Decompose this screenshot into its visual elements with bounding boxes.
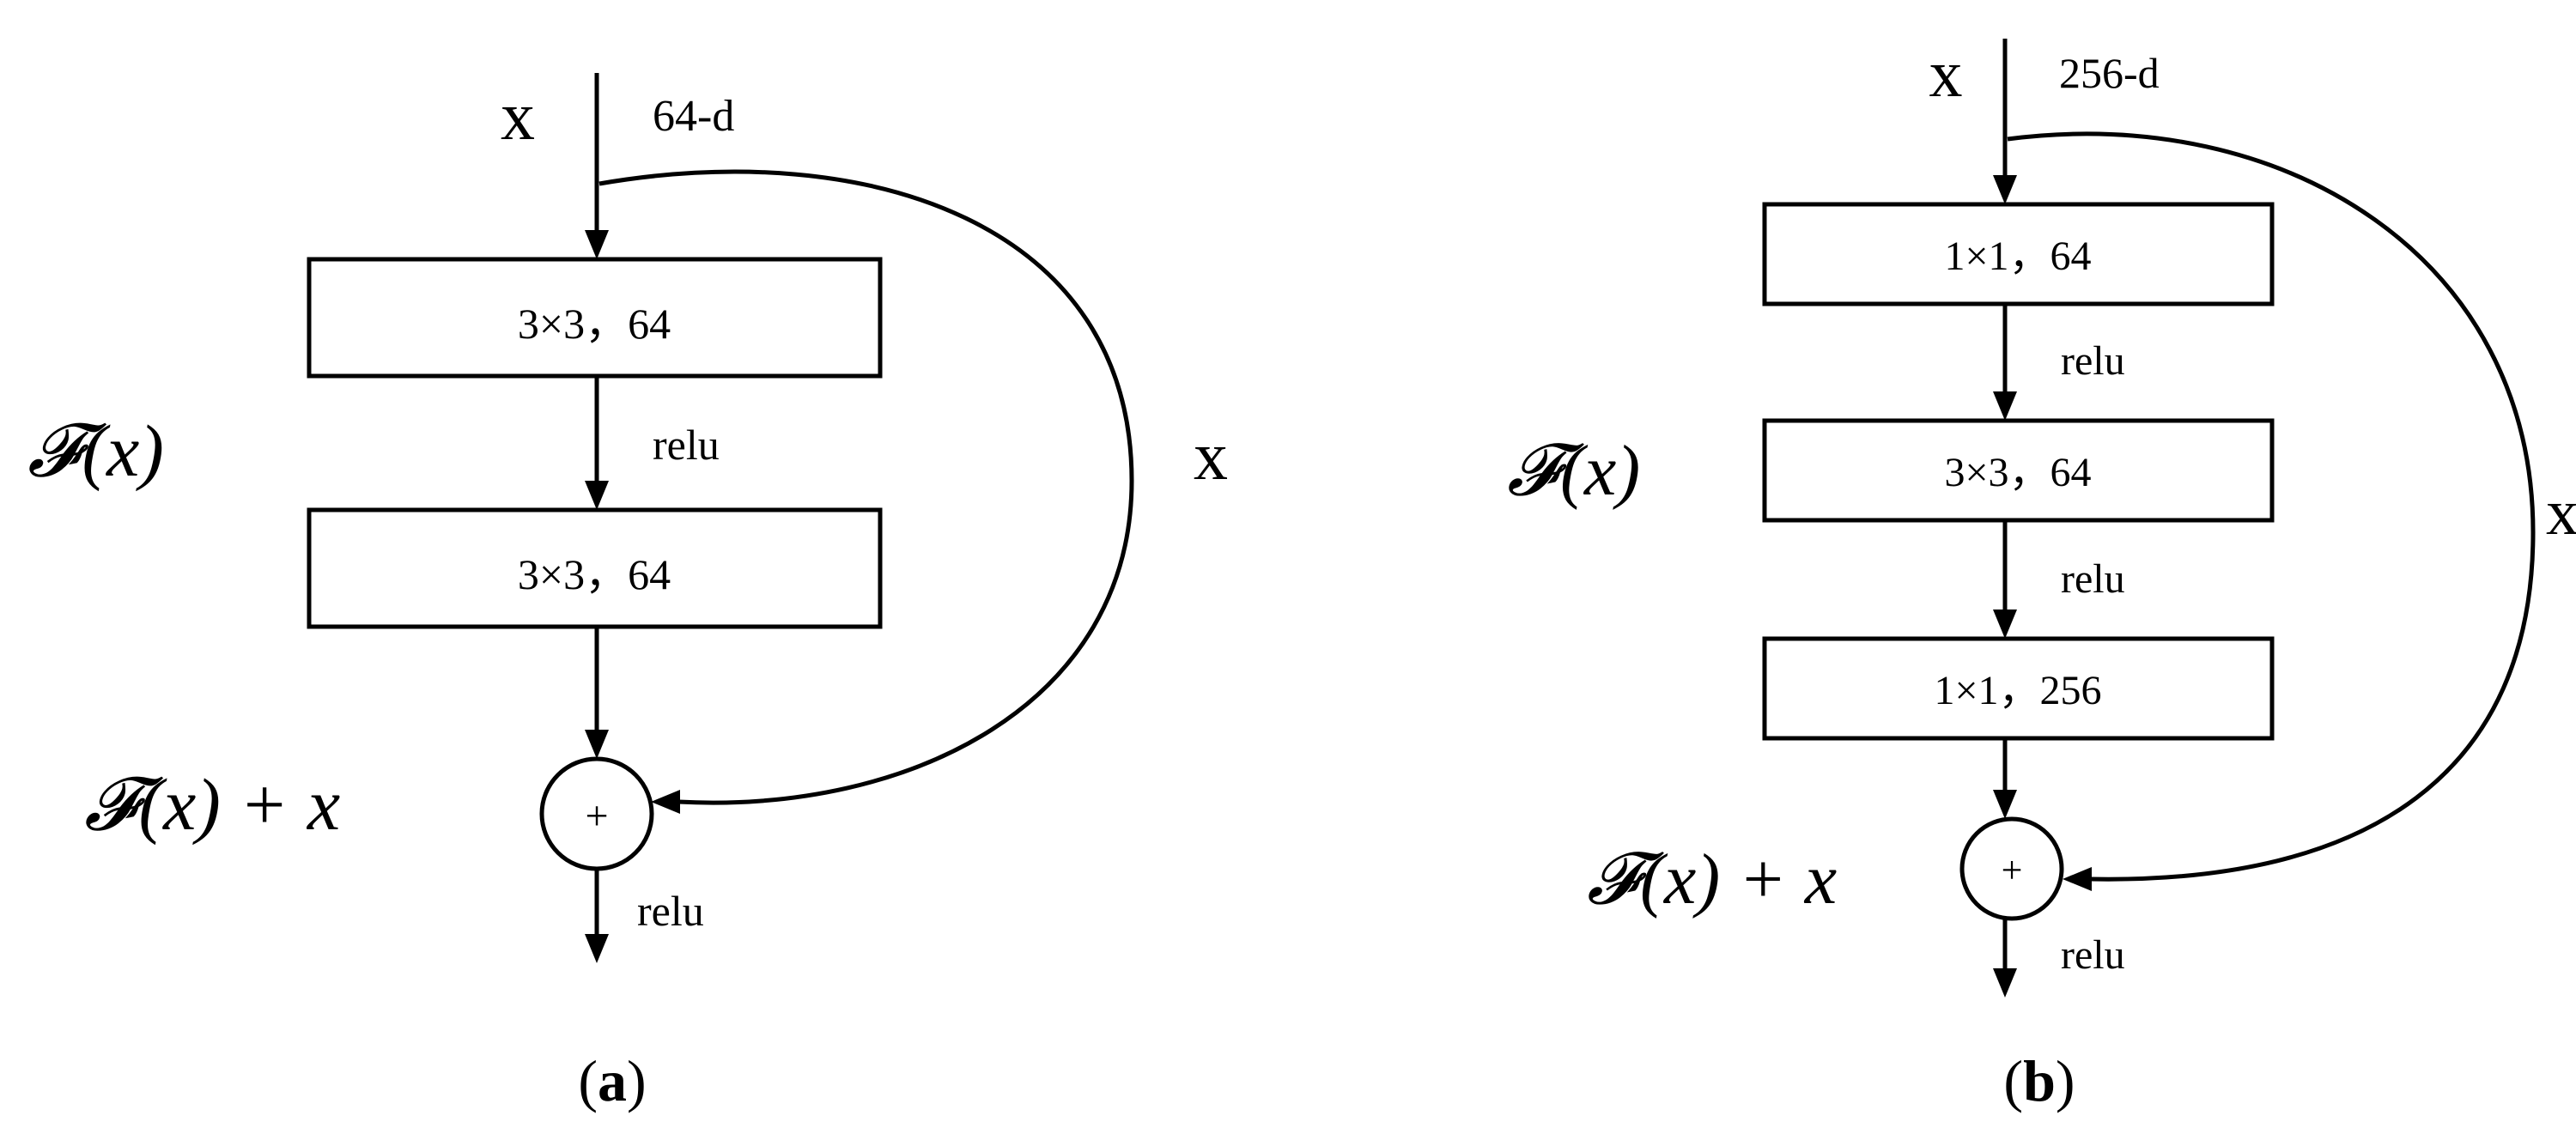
a-residual-fn: 𝓕(x) (27, 409, 164, 492)
b-relu-out: relu (2061, 932, 2125, 978)
a-arrowhead-to-sum (585, 730, 609, 759)
b-arrowhead-to-sum (1993, 790, 2017, 819)
b-block-1-label: 1×1，64 (1944, 233, 2091, 279)
b-block-2-label: 3×3，64 (1944, 450, 2091, 495)
a-caption-letter: a (598, 1048, 627, 1113)
a-arrowhead-skip (651, 790, 680, 814)
b-caption: (b) (2003, 1048, 2075, 1113)
b-arrowhead-output (1993, 968, 2017, 998)
b-block-3 (1762, 636, 2275, 741)
a-block-2 (307, 507, 883, 629)
b-arrowhead-skip (2063, 867, 2092, 891)
b-skip-label: x (2546, 476, 2576, 549)
a-relu-out: relu (637, 887, 704, 935)
b-caption-letter: b (2023, 1048, 2056, 1113)
b-dim-label: 256-d (2059, 49, 2160, 97)
b-block-1 (1762, 202, 2275, 306)
b-add-node (1959, 816, 2064, 921)
b-sum-label: 𝓕(x) + x (1587, 840, 1837, 919)
b-arrowhead-1 (1993, 391, 2017, 421)
a-skip-label: x (1194, 419, 1228, 494)
panel-a: 3×3，64 3×3，64 + x 64-d relu relu 𝓕(x) x … (27, 73, 1228, 1113)
b-relu-1: relu (2061, 338, 2125, 384)
a-input-label: x (501, 79, 535, 155)
a-caption-close: ) (627, 1048, 647, 1113)
a-dim-label: 64-d (653, 92, 734, 141)
a-skip-connection (598, 169, 1134, 805)
a-arrowhead-output (585, 934, 609, 963)
b-arrowhead-2 (1993, 609, 2017, 639)
a-block-1-label: 3×3，64 (518, 300, 671, 348)
a-caption-open: ( (578, 1048, 598, 1113)
b-relu-2: relu (2061, 556, 2125, 602)
a-block-2-label: 3×3，64 (518, 550, 671, 598)
a-caption: (a) (578, 1048, 646, 1113)
b-add-symbol: + (2002, 849, 2023, 891)
b-block-3-label: 1×1，256 (1934, 668, 2101, 713)
b-caption-open: ( (2003, 1048, 2023, 1113)
a-arrowhead-mid (585, 481, 609, 510)
b-block-2 (1762, 418, 2275, 523)
a-sum-label: 𝓕(x) + x (84, 763, 340, 846)
a-relu-mid: relu (653, 421, 720, 469)
b-caption-close: ) (2056, 1048, 2075, 1113)
b-input-label: x (1929, 36, 1963, 111)
b-skip-connection (2007, 131, 2536, 882)
a-arrowhead-input (585, 230, 609, 259)
b-residual-fn: 𝓕(x) (1507, 431, 1640, 511)
a-add-symbol: + (585, 793, 608, 839)
b-arrowhead-input (1993, 175, 2017, 204)
panel-b: 1×1，64 3×3，64 1×1，256 + x 256-d relu rel… (1507, 36, 2576, 1113)
